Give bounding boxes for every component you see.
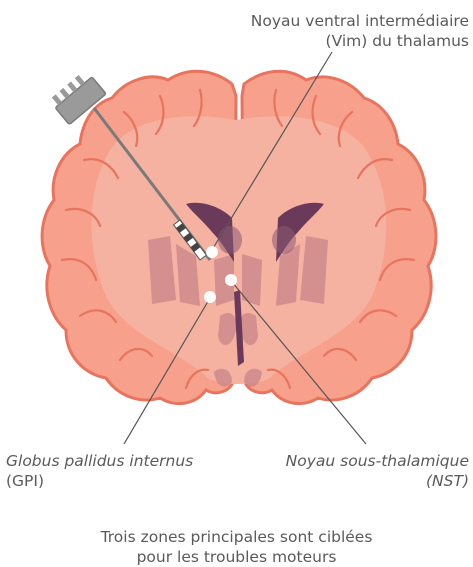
nst-label-name: Noyau sous-thalamique bbox=[286, 451, 469, 471]
vim-label-line2: (Vim) du thalamus bbox=[251, 31, 469, 51]
nst-label: Noyau sous-thalamique (NST) bbox=[286, 451, 469, 491]
gpi-label-abbr: (GPI) bbox=[6, 471, 193, 491]
target-gpi bbox=[204, 291, 216, 303]
vim-label-line1: Noyau ventral intermédiaire bbox=[251, 11, 469, 31]
target-nst bbox=[225, 274, 237, 286]
target-vim bbox=[206, 246, 218, 258]
caption-line1: Trois zones principales sont ciblées bbox=[0, 527, 473, 547]
caption: Trois zones principales sont ciblées pou… bbox=[0, 527, 473, 567]
gpi-label: Globus pallidus internus (GPI) bbox=[6, 451, 193, 491]
vim-label: Noyau ventral intermédiaire (Vim) du tha… bbox=[251, 11, 469, 51]
gpi-label-name: Globus pallidus internus bbox=[6, 451, 193, 471]
nst-label-abbr: (NST) bbox=[286, 471, 469, 491]
caption-line2: pour les troubles moteurs bbox=[0, 547, 473, 567]
